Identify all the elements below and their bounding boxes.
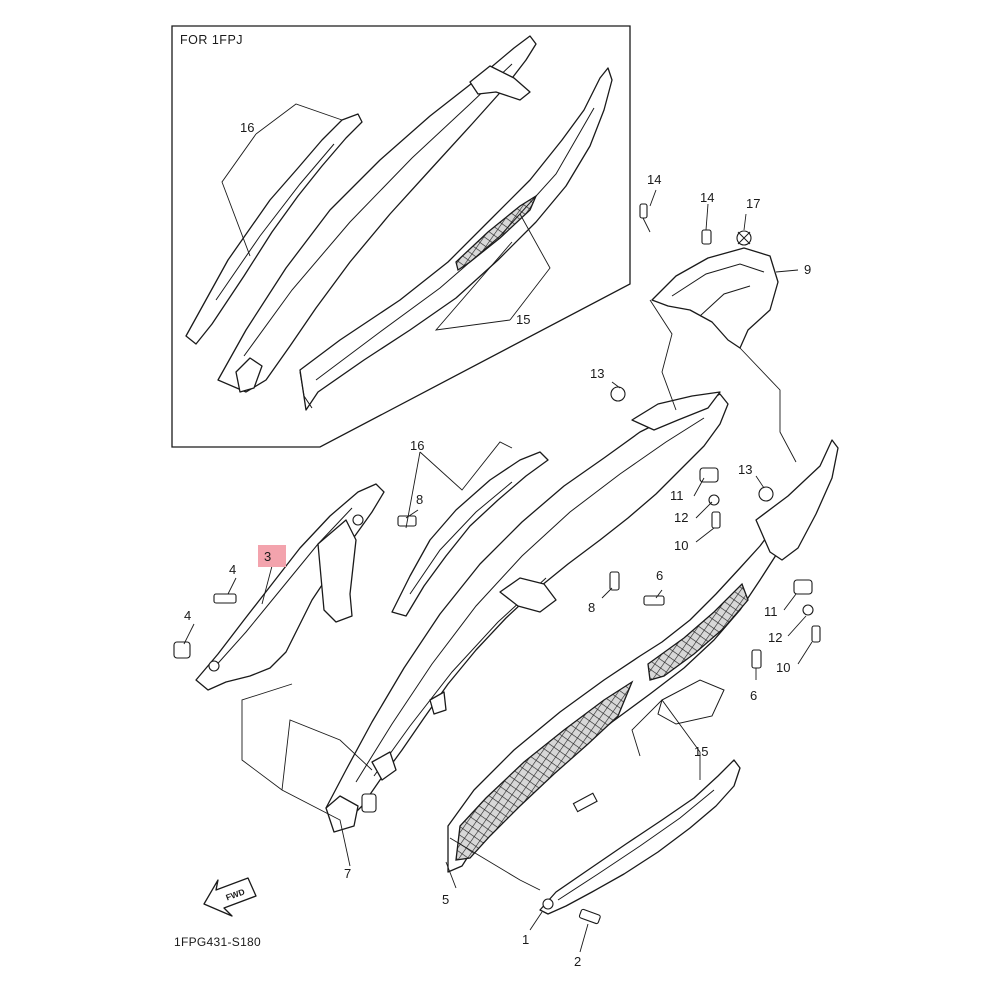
inset-frame: FOR 1FPJ xyxy=(171,25,631,448)
callout-5: 5 xyxy=(442,892,449,907)
part-15-grille xyxy=(447,439,839,873)
collar-12-b xyxy=(802,604,814,616)
callout-8b: 8 xyxy=(588,600,595,615)
screw-14-a xyxy=(639,203,651,233)
part-3-mount-hole xyxy=(208,660,220,672)
screw-2 xyxy=(578,908,601,925)
callout-14a: 14 xyxy=(647,172,661,187)
fasteners xyxy=(173,203,821,925)
grille-tab xyxy=(572,792,598,813)
leader-lines xyxy=(183,189,813,953)
callout-10b: 10 xyxy=(776,660,790,675)
callout-17: 17 xyxy=(746,196,760,211)
callout-11b: 11 xyxy=(764,604,778,619)
callout-12a: 12 xyxy=(674,510,688,525)
part-3-front-cover xyxy=(195,483,385,691)
callout-9: 9 xyxy=(804,262,811,277)
callout-15: 15 xyxy=(694,744,708,759)
inset-part-16 xyxy=(185,113,363,345)
grommet-11-a xyxy=(699,467,719,483)
callout-8a: 8 xyxy=(416,492,423,507)
inset-callout-15: 15 xyxy=(516,312,530,327)
diagram-code: 1FPG431-S180 xyxy=(174,935,261,949)
callout-14b: 14 xyxy=(700,190,714,205)
callout-13b: 13 xyxy=(738,462,752,477)
bolt-6-b xyxy=(751,649,762,669)
screw-10-b xyxy=(811,625,821,643)
callout-11a: 11 xyxy=(670,488,684,503)
screw-14-b xyxy=(701,229,712,245)
inset-side-cover xyxy=(217,35,537,393)
bolt-6-a xyxy=(643,595,665,606)
bolt-4-a xyxy=(213,593,237,604)
callout-6a: 6 xyxy=(656,568,663,583)
clip-7 xyxy=(361,793,377,813)
part-16-strip xyxy=(391,451,549,617)
callout-3: 3 xyxy=(264,549,271,564)
callout-6b: 6 xyxy=(750,688,757,703)
callout-2: 2 xyxy=(574,954,581,969)
screw-10-a xyxy=(711,511,721,529)
nut-13-b xyxy=(758,486,774,502)
highlight-box xyxy=(258,545,286,567)
inset-leaders xyxy=(221,103,551,331)
callout-1: 1 xyxy=(522,932,529,947)
callout-4a: 4 xyxy=(229,562,236,577)
grommet-11-b xyxy=(793,579,813,595)
callout-10a: 10 xyxy=(674,538,688,553)
nut-13-a xyxy=(610,386,626,402)
part-9-bracket xyxy=(651,230,779,349)
callout-16: 16 xyxy=(410,438,424,453)
callout-12b: 12 xyxy=(768,630,782,645)
part-3-mount-hole-upper xyxy=(352,514,364,526)
part-1-mount-hole xyxy=(542,898,554,910)
inset-callout-16: 16 xyxy=(240,120,254,135)
bolt-4-b xyxy=(173,641,191,659)
callouts: 14 14 17 9 13 13 16 8 8 6 6 11 12 10 11 … xyxy=(184,172,811,969)
inset-title: FOR 1FPJ xyxy=(180,33,243,47)
bolt-8-b xyxy=(609,571,620,591)
fwd-arrow: FWD xyxy=(203,877,257,917)
callout-4b: 4 xyxy=(184,608,191,623)
main-side-cover xyxy=(325,391,729,833)
part-1-lower-trim xyxy=(539,759,741,915)
callout-7: 7 xyxy=(344,866,351,881)
inset-part-15 xyxy=(299,67,613,411)
callout-13a: 13 xyxy=(590,366,604,381)
